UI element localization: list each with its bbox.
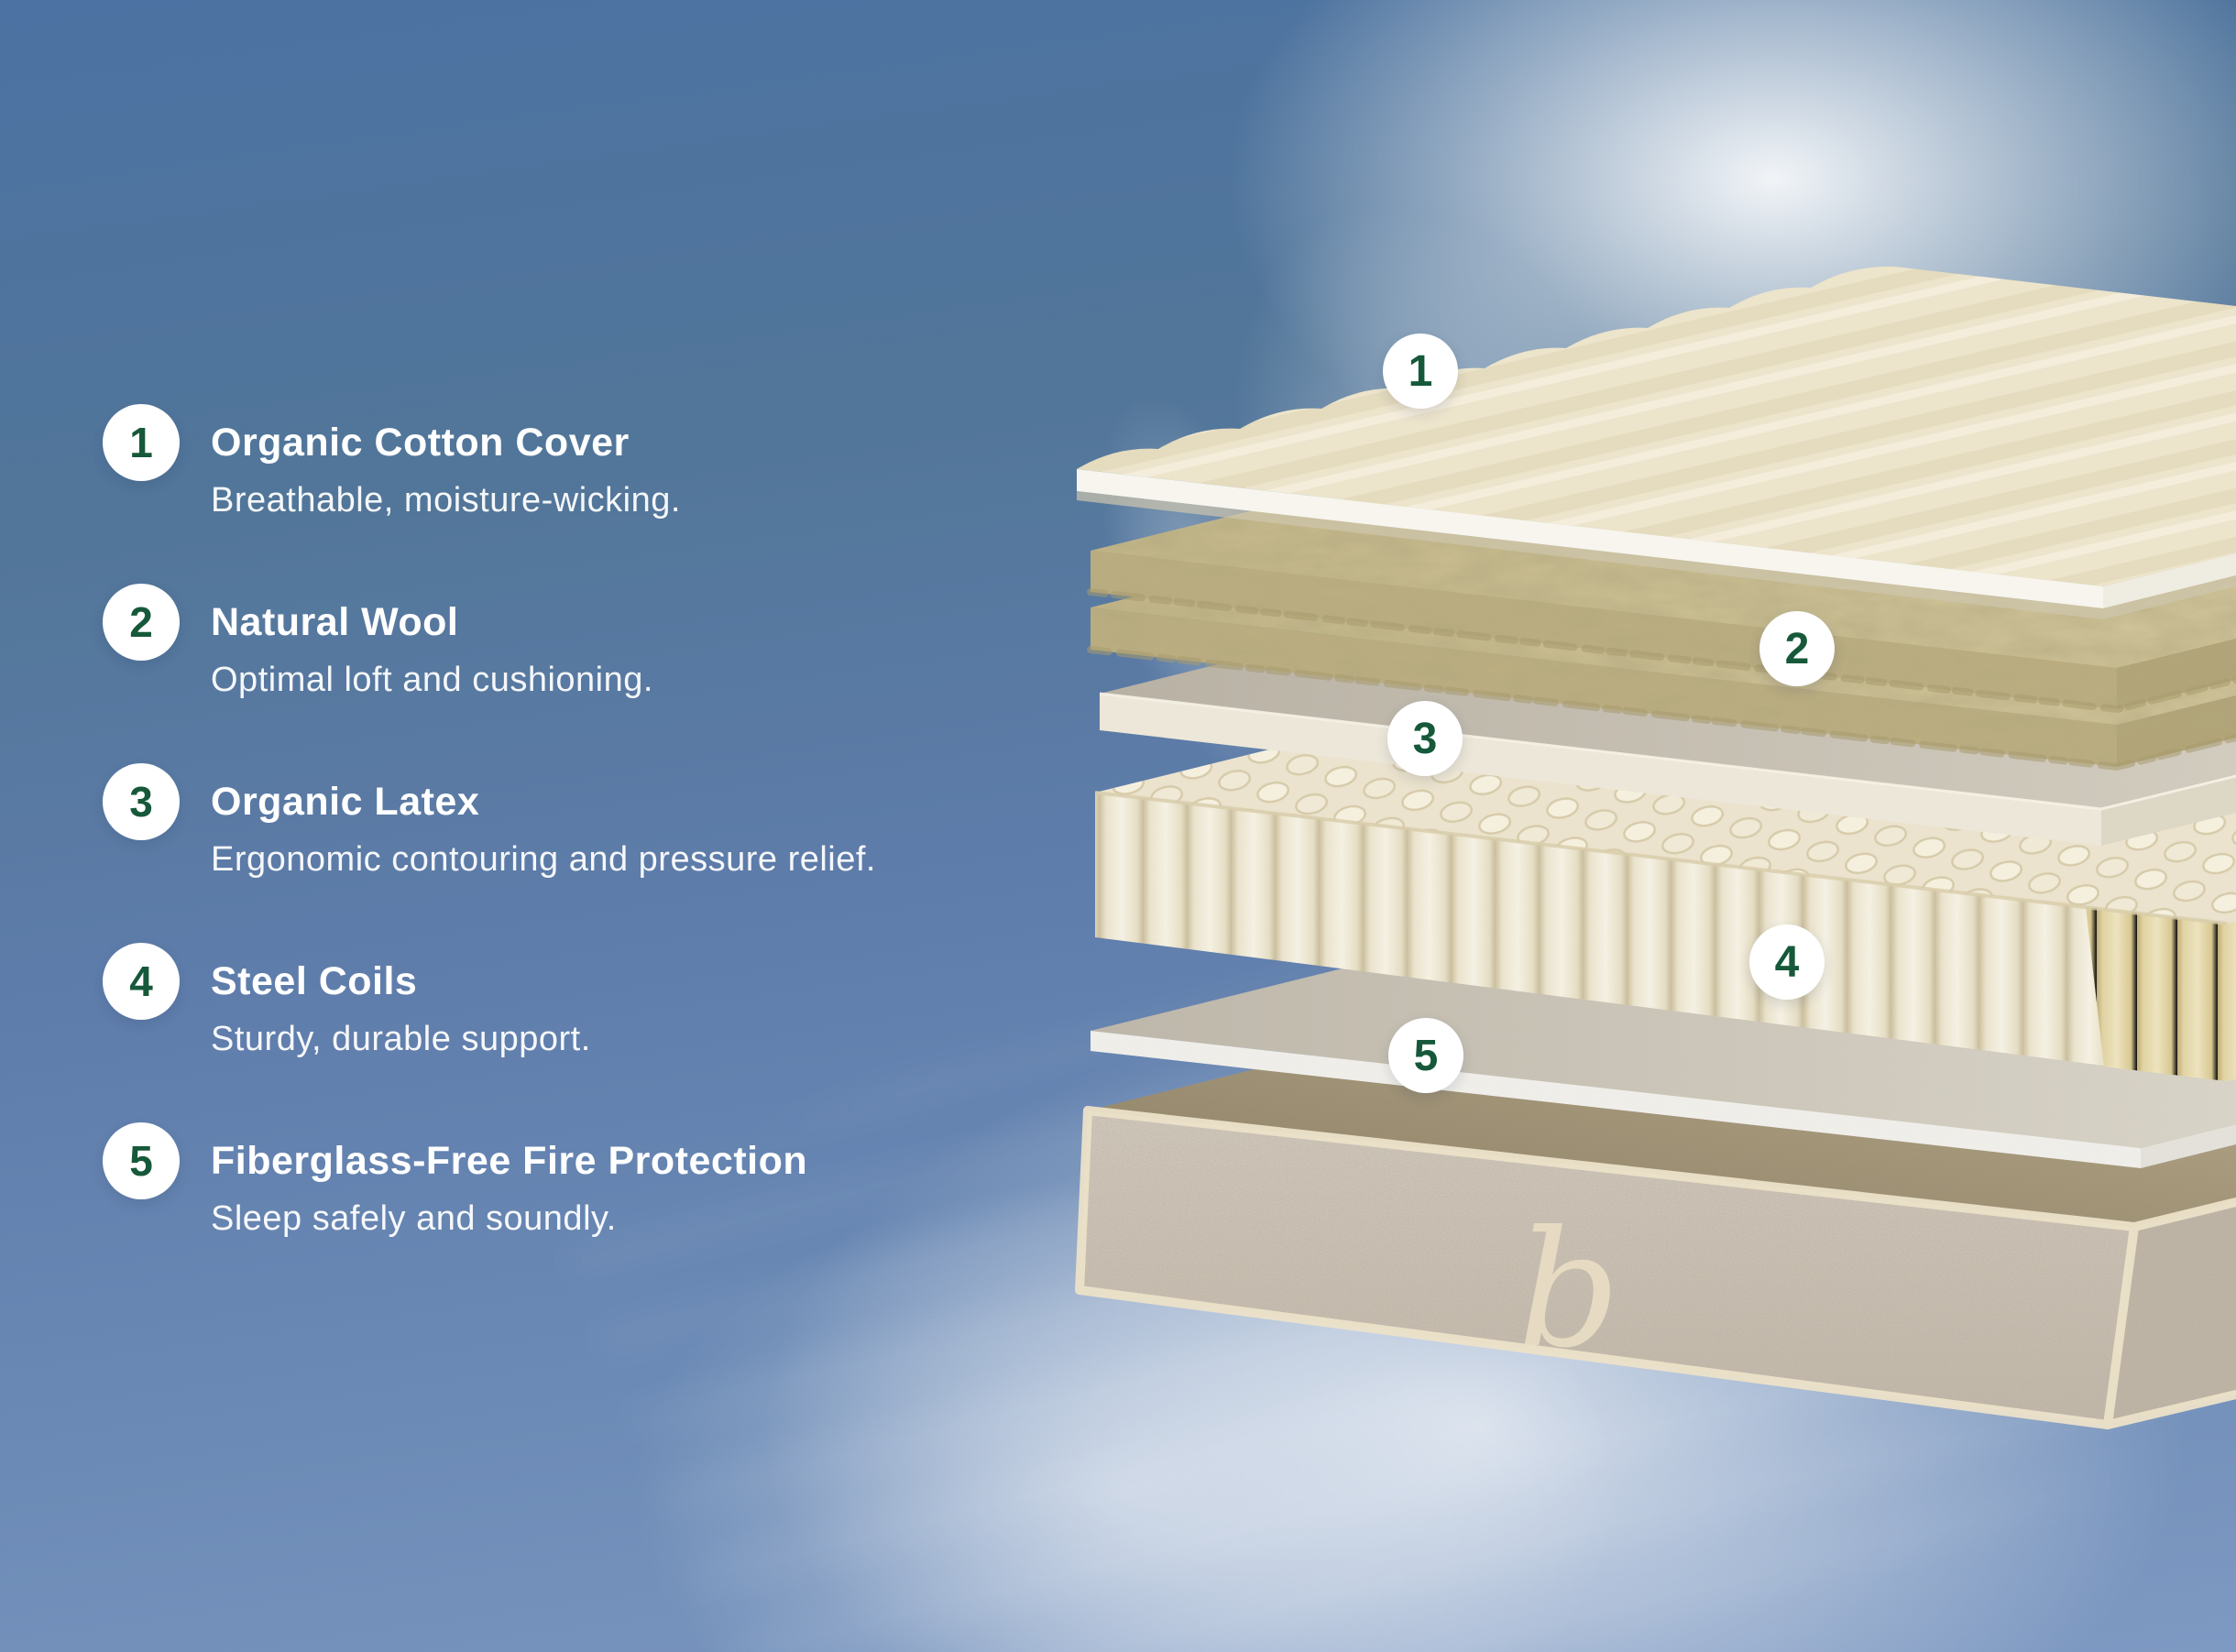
callout-number: 4 — [1774, 937, 1800, 987]
feature-description: Sleep safely and soundly. — [211, 1199, 617, 1238]
feature-title: Natural Wool — [211, 600, 459, 644]
cover-piping — [1077, 469, 2103, 608]
callout-number: 2 — [1784, 624, 1810, 673]
brand-logo-b: b — [1518, 1198, 1620, 1384]
latex-front-face — [1100, 694, 2101, 846]
feature-item-steel-coils: 4 Steel Coils Sturdy, durable support. — [103, 943, 876, 1058]
feature-item-cotton-cover: 1 Organic Cotton Cover Breathable, moist… — [103, 404, 876, 520]
feature-number: 5 — [129, 1137, 153, 1185]
feature-item-natural-wool: 2 Natural Wool Optimal loft and cushioni… — [103, 584, 876, 699]
feature-title: Organic Cotton Cover — [211, 421, 630, 465]
feature-item-fire-protection: 5 Fiberglass-Free Fire Protection Sleep … — [103, 1122, 876, 1238]
feature-title: Fiberglass-Free Fire Protection — [211, 1139, 808, 1183]
feature-item-organic-latex: 3 Organic Latex Ergonomic contouring and… — [103, 763, 876, 879]
callout-number: 5 — [1413, 1031, 1439, 1080]
feature-number: 3 — [129, 778, 153, 826]
feature-list: 1 Organic Cotton Cover Breathable, moist… — [103, 404, 876, 1238]
feature-badge-3: 3 — [103, 763, 180, 840]
layer-cotton-cover — [1077, 266, 2236, 619]
callout-number: 3 — [1412, 714, 1438, 763]
feature-description: Optimal loft and cushioning. — [211, 661, 653, 699]
feature-description: Breathable, moisture-wicking. — [211, 481, 681, 520]
base-piping — [1075, 1106, 2236, 1429]
callout-number: 1 — [1408, 346, 1433, 396]
feature-badge-1: 1 — [103, 404, 180, 481]
diagram-callout-1: 1 — [1383, 334, 1458, 409]
feature-number: 4 — [129, 957, 153, 1005]
feature-description: Sturdy, durable support. — [211, 1020, 591, 1058]
feature-title: Steel Coils — [211, 959, 418, 1003]
feature-badge-2: 2 — [103, 584, 180, 661]
feature-badge-5: 5 — [103, 1122, 180, 1199]
cover-top-face — [1077, 266, 2236, 586]
diagram-callout-4: 4 — [1749, 924, 1825, 1000]
feature-badge-4: 4 — [103, 943, 180, 1020]
feature-description: Ergonomic contouring and pressure relief… — [211, 840, 876, 879]
feature-number: 1 — [129, 419, 153, 466]
feature-number: 2 — [129, 598, 153, 646]
diagram-callout-2: 2 — [1759, 611, 1835, 686]
latex-right-face — [2101, 776, 2236, 846]
feature-title: Organic Latex — [211, 780, 480, 824]
diagram-callout-3: 3 — [1387, 701, 1463, 776]
diagram-callout-5: 5 — [1388, 1018, 1463, 1093]
